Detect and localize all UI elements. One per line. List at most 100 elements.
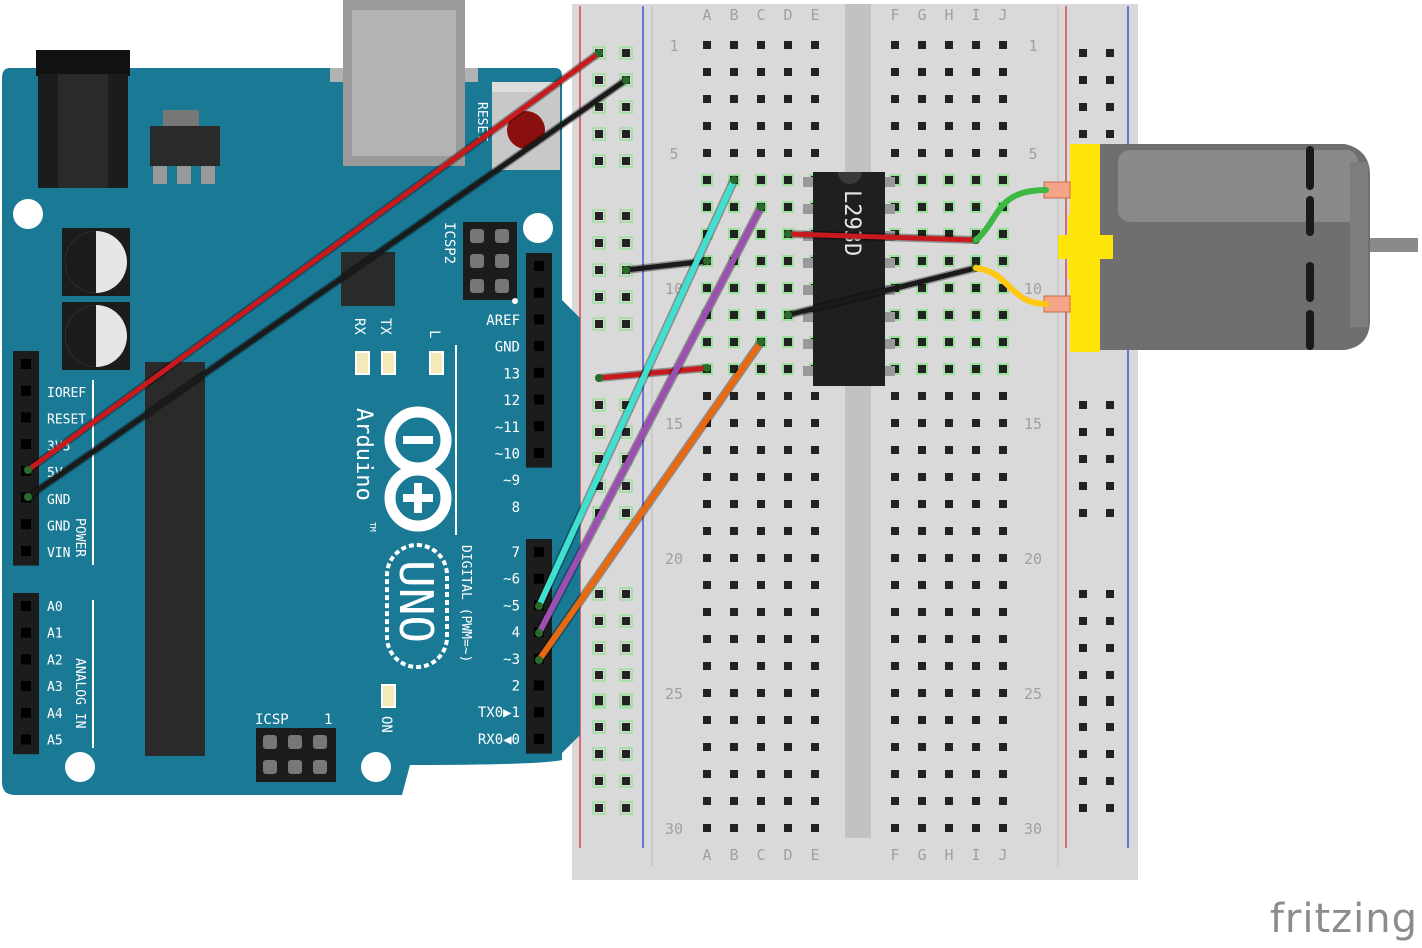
breadboard-hole — [784, 257, 792, 265]
arduino-uno-board: RESET ICSP2 RX TX L ON Arduino TM UNO DI… — [2, 0, 580, 795]
digital-pin-label: 8 — [512, 500, 520, 516]
connected-hole-marker — [916, 363, 928, 375]
breadboard-hole — [972, 311, 980, 319]
connected-hole-marker — [701, 201, 713, 213]
rail-hole — [595, 482, 603, 490]
breadboard-hole — [972, 365, 980, 373]
breadboard-hole — [945, 41, 953, 49]
breadboard-hole — [999, 68, 1007, 76]
rail-hole — [1079, 509, 1087, 517]
power-header — [13, 351, 39, 566]
breadboard-hole — [784, 419, 792, 427]
breadboard-hole — [999, 689, 1007, 697]
breadboard-hole — [945, 608, 953, 616]
chip-5v-wire — [785, 231, 979, 243]
breadboard-hole — [918, 95, 926, 103]
breadboard-hole — [757, 311, 765, 319]
reset-button[interactable] — [492, 82, 560, 170]
breadboard-hole — [972, 203, 980, 211]
breadboard-hole — [730, 122, 738, 130]
row-label-30-right: 30 — [1024, 820, 1042, 838]
header-pin — [21, 439, 31, 450]
digital-pin-label: ~3 — [503, 652, 520, 668]
breadboard-hole — [784, 797, 792, 805]
connected-hole-marker — [782, 174, 794, 186]
rail-hole-marker — [592, 587, 606, 601]
rail-hole-marker — [592, 127, 606, 141]
breadboard-hole — [999, 95, 1007, 103]
breadboard-hole — [730, 689, 738, 697]
rail-hole-marker — [619, 747, 633, 761]
power-pin-label: IOREF — [47, 386, 86, 401]
breadboard-hole — [784, 284, 792, 292]
connected-hole-marker — [997, 336, 1009, 348]
breadboard-hole — [972, 338, 980, 346]
column-label-i-top: I — [971, 6, 980, 24]
connected-hole-marker — [782, 201, 794, 213]
breadboard-hole — [999, 176, 1007, 184]
breadboard-hole — [999, 473, 1007, 481]
breadboard-hole — [784, 581, 792, 589]
rail-hole-marker — [619, 801, 633, 815]
breadboard-hole — [999, 662, 1007, 670]
breadboard-hole — [945, 689, 953, 697]
rail-hole — [622, 723, 630, 731]
breadboard-hole — [703, 689, 711, 697]
icsp2-pin1-marker — [512, 298, 518, 304]
header-pin — [534, 261, 544, 271]
fritzing-logo: fritzing — [1269, 896, 1418, 942]
rail-hole — [1106, 750, 1114, 758]
rail-hole-marker — [619, 720, 633, 734]
digital-pin-label: ~10 — [495, 447, 520, 463]
pin3-wire-end — [757, 338, 765, 346]
breadboard-hole — [730, 446, 738, 454]
rail-hole — [622, 455, 630, 463]
breadboard-hole — [918, 176, 926, 184]
rx-label: RX — [351, 318, 367, 335]
capacitor — [62, 228, 130, 296]
power-pin-label: GND — [47, 520, 71, 535]
breadboard-hole — [918, 770, 926, 778]
rail-hole-marker — [619, 693, 633, 707]
breadboard-hole — [999, 392, 1007, 400]
connected-hole-marker — [782, 282, 794, 294]
breadboard-hole — [811, 122, 819, 130]
breadboard-hole — [730, 338, 738, 346]
connected-hole-marker — [970, 282, 982, 294]
breadboard-hole — [918, 122, 926, 130]
breadboard-hole — [972, 689, 980, 697]
icsp-label: ICSP — [255, 712, 289, 728]
breadboard-hole — [918, 500, 926, 508]
breadboard-hole — [757, 635, 765, 643]
rail-hole-marker — [592, 425, 606, 439]
breadboard-hole — [703, 41, 711, 49]
breadboard-hole — [811, 554, 819, 562]
breadboard-hole — [703, 716, 711, 724]
breadboard-hole — [784, 527, 792, 535]
rail-gnd-jumper-end — [703, 257, 711, 265]
analog-label: ANALOG IN — [72, 658, 87, 728]
rail-hole-marker — [619, 236, 633, 250]
arduino-infinity-logo — [384, 406, 452, 532]
breadboard-hole — [972, 473, 980, 481]
breadboard-hole — [703, 446, 711, 454]
chip-pin — [803, 285, 813, 295]
icsp-pin1-label: 1 — [324, 712, 332, 728]
breadboard-hole — [891, 500, 899, 508]
breadboard-hole — [703, 770, 711, 778]
breadboard-hole — [999, 770, 1007, 778]
5v-power-wire-end — [595, 49, 603, 57]
breadboard-hole — [945, 419, 953, 427]
connected-hole-marker — [997, 309, 1009, 321]
rail-hole — [1106, 696, 1114, 704]
breadboard-hole — [784, 824, 792, 832]
breadboard-hole — [945, 500, 953, 508]
row-label-10-left: 10 — [665, 280, 683, 298]
rail-hole — [595, 804, 603, 812]
pin3-wire — [536, 339, 764, 663]
connected-hole-marker — [728, 201, 740, 213]
breadboard-hole — [891, 824, 899, 832]
breadboard-hole — [784, 662, 792, 670]
gnd-wire-end — [24, 493, 32, 501]
